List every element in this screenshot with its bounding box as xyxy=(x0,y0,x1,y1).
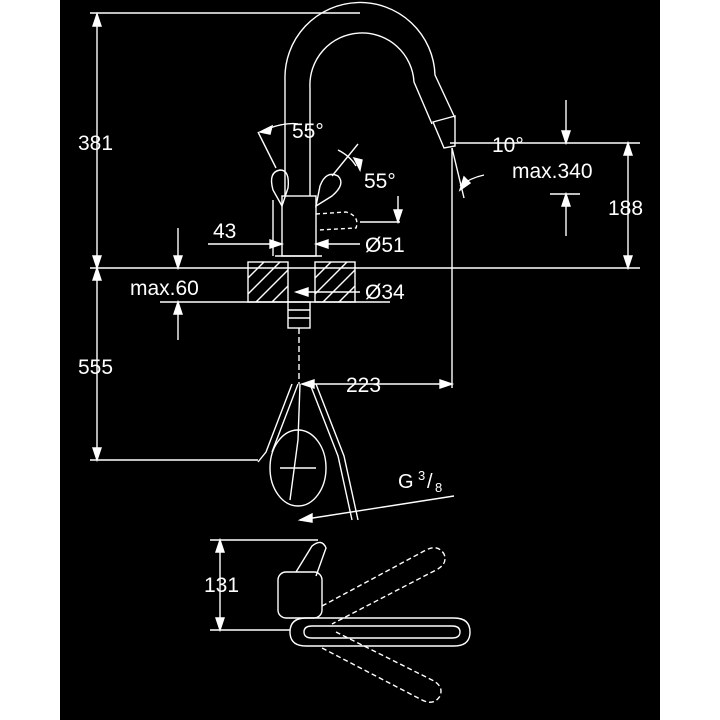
hose-left-2 xyxy=(271,383,299,453)
label-381: 381 xyxy=(78,132,113,155)
drawing-background xyxy=(60,0,660,720)
angle-guide-left xyxy=(257,131,277,169)
spray-head xyxy=(432,115,456,149)
label-connection-slash: / xyxy=(427,471,433,493)
connection-arrow xyxy=(297,512,313,523)
arrow-223-right xyxy=(439,379,455,389)
lever-left xyxy=(270,169,290,208)
angle-arrow-top xyxy=(257,124,274,135)
arrow-555-bottom xyxy=(92,447,102,463)
arrow-34 xyxy=(293,287,309,297)
arrow-51 xyxy=(313,239,329,249)
label-188: 188 xyxy=(608,197,643,220)
angle-arc-right xyxy=(337,149,357,167)
angle-leader-arrow xyxy=(393,209,403,225)
arrow-340-b xyxy=(561,191,571,207)
spout-outer xyxy=(284,1,456,196)
arrow-555-top xyxy=(92,265,102,281)
arrow-60-a xyxy=(173,255,183,271)
top-view-lever xyxy=(295,541,327,577)
label-223: 223 xyxy=(346,374,381,397)
arrow-131-bottom xyxy=(215,617,225,633)
angle-guide-right xyxy=(331,143,359,177)
label-connection-den: 8 xyxy=(435,480,442,495)
label-55-side: 55° xyxy=(364,170,396,193)
label-131: 131 xyxy=(204,574,239,597)
counterweight xyxy=(269,429,327,507)
label-10deg: 10° xyxy=(492,134,524,157)
hose-right-2 xyxy=(315,383,359,521)
label-connection-num: 3 xyxy=(418,468,425,483)
label-d34: Ø34 xyxy=(365,281,405,304)
top-view-spout-inner xyxy=(303,625,461,639)
arrow-381-bottom xyxy=(92,255,102,271)
spray-angle-arrow xyxy=(458,175,472,192)
label-43: 43 xyxy=(213,220,236,243)
hose-left xyxy=(257,383,293,463)
connection-leader xyxy=(299,495,455,521)
hose-right xyxy=(309,383,353,521)
arrow-60-b xyxy=(173,299,183,315)
label-max60: max.60 xyxy=(130,277,199,300)
spray-angle-line xyxy=(451,147,465,199)
arrow-188-top xyxy=(623,140,633,156)
label-max340: max.340 xyxy=(512,160,593,183)
lever-dashed xyxy=(315,211,358,231)
arrow-223-left xyxy=(299,379,315,389)
top-view-swing-b xyxy=(321,631,442,703)
lever-right xyxy=(314,173,342,208)
label-55-top: 55° xyxy=(292,120,324,143)
label-connection-g: G xyxy=(398,471,414,493)
top-view-swing-a xyxy=(321,547,446,625)
arrow-381-top xyxy=(92,11,102,27)
spout-inner xyxy=(309,32,433,196)
arrow-131-top xyxy=(215,537,225,553)
pull-hose xyxy=(289,383,301,501)
arrow-340-a xyxy=(561,130,571,146)
technical-drawing: 381 555 188 max.340 10° 55° 55° 43 Ø51 m… xyxy=(60,0,660,720)
angle-arrow-right xyxy=(352,156,363,173)
arrow-188-bottom xyxy=(623,255,633,271)
label-555: 555 xyxy=(78,356,113,379)
top-view-spout xyxy=(289,617,471,647)
label-d51: Ø51 xyxy=(365,234,405,257)
